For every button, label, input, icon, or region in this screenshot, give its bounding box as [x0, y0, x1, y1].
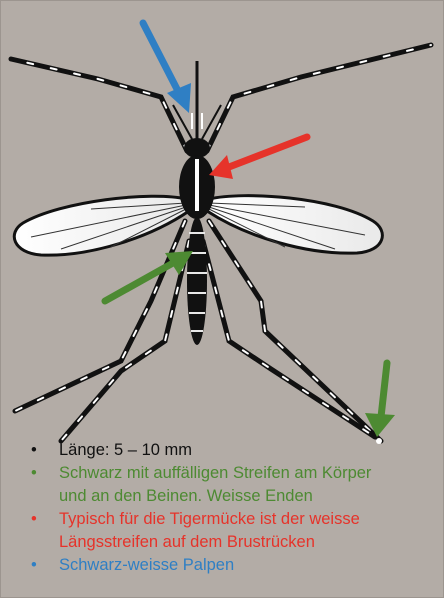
mosquito-body [179, 138, 215, 345]
bullet: • [31, 462, 37, 485]
bullet: • [31, 554, 37, 577]
bullet: • [31, 508, 37, 531]
legend-list: • Länge: 5 – 10 mm • Schwarz mit auffäll… [29, 439, 439, 577]
legend-text: und an den Beinen. Weisse Enden [59, 487, 313, 505]
legend-text: Längsstreifen auf dem Brustrücken [59, 533, 315, 551]
leg-tip-arrow-icon [365, 363, 395, 437]
legend-item-stripes: • Schwarz mit auffälligen Streifen am Kö… [29, 462, 439, 508]
legend-text: Schwarz mit auffälligen Streifen am Körp… [59, 464, 371, 482]
legend-text: Länge: 5 – 10 mm [59, 441, 192, 459]
legend-text: Schwarz-weisse Palpen [59, 556, 234, 574]
palpen-arrow-icon [143, 23, 191, 113]
legend-item-palpen: • Schwarz-weisse Palpen [29, 554, 439, 577]
bullet: • [31, 439, 37, 462]
legend-text: Typisch für die Tigermücke ist der weiss… [59, 510, 360, 528]
legend-item-thorax: • Typisch für die Tigermücke ist der wei… [29, 508, 439, 554]
legend-item-length: • Länge: 5 – 10 mm [29, 439, 439, 462]
thorax-arrow-icon [209, 137, 307, 179]
